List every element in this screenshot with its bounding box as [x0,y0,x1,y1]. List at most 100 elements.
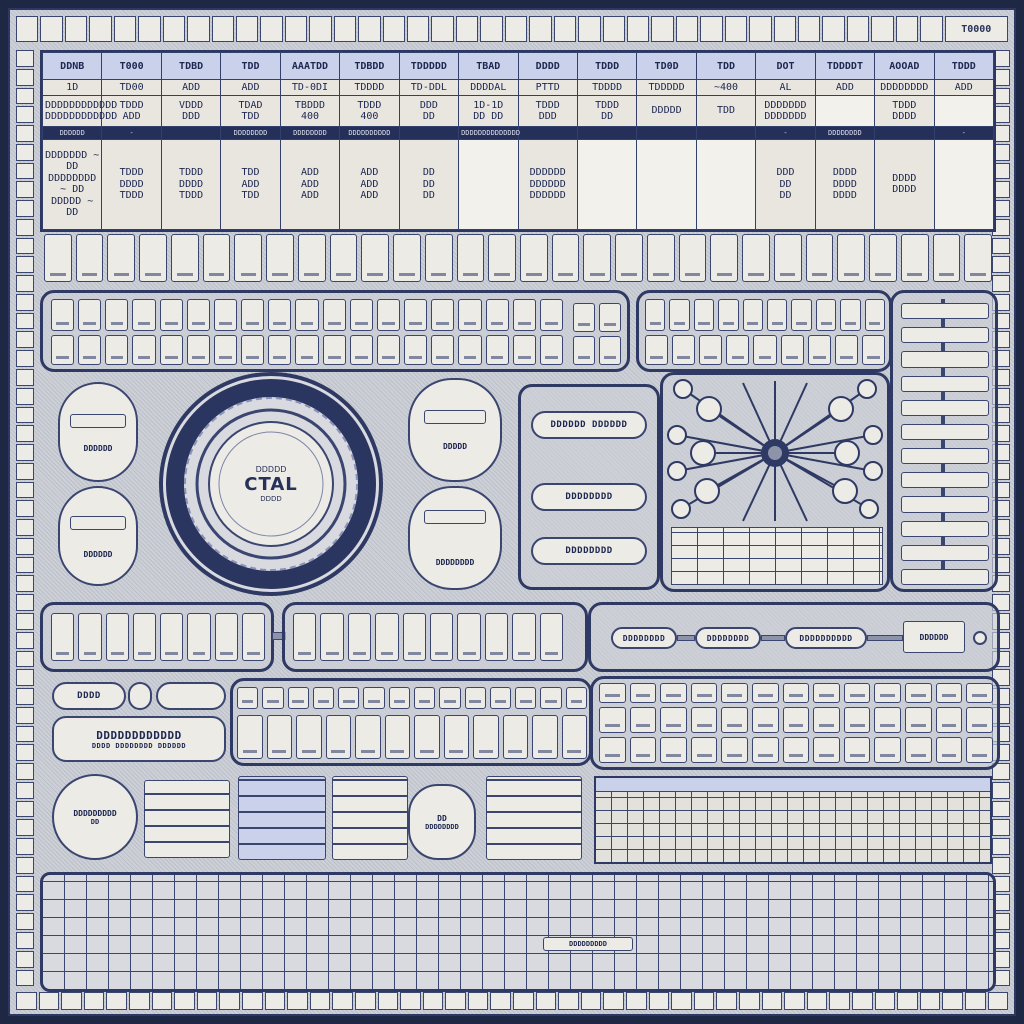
right-key-top[interactable] [630,683,657,703]
capsule-key[interactable] [566,687,587,709]
panel-key-lower[interactable] [726,335,749,365]
key-button[interactable] [933,234,961,282]
table-header-cell[interactable]: TD0D [637,53,696,80]
right-key-bottom[interactable] [905,737,932,763]
chain-pill-2[interactable]: DDDDDDDD [695,627,761,649]
table-header-cell[interactable]: TDD [221,53,280,80]
right-key-top[interactable] [721,683,748,703]
chain-key[interactable] [485,613,508,661]
central-gauge[interactable]: DDDDD CTAL DDDD [148,370,394,598]
panel-key-lower[interactable] [753,335,776,365]
panel-key-lower[interactable] [404,335,427,365]
right-key-mid[interactable] [752,707,779,733]
right-key-bottom[interactable] [630,737,657,763]
table-header-cell[interactable]: TBAD [459,53,518,80]
right-key-mid[interactable] [966,707,993,733]
panel-key-lower[interactable] [672,335,695,365]
left-pod-lower[interactable]: DDDDDD [58,486,138,586]
key-button[interactable] [647,234,675,282]
key-button[interactable] [520,234,548,282]
table-header-cell[interactable]: AOOAD [875,53,934,80]
panel-key-lower[interactable] [645,335,668,365]
right-key-mid[interactable] [721,707,748,733]
table-header-cell[interactable]: TDD [696,53,755,80]
panel-key-lower[interactable] [323,335,346,365]
right-key-mid[interactable] [936,707,963,733]
key-button[interactable] [298,234,326,282]
right-key-mid[interactable] [905,707,932,733]
key-button[interactable] [44,234,72,282]
panel-key-upper[interactable] [323,299,346,331]
panel-key-upper[interactable] [486,299,509,331]
panel-key-lower[interactable] [241,335,264,365]
list-block-2[interactable] [238,776,326,860]
panel-key-lower[interactable] [835,335,858,365]
chain-key[interactable] [160,613,183,661]
key-button[interactable] [488,234,516,282]
table-header-cell[interactable]: AAATDD [280,53,339,80]
chain-key[interactable] [51,613,74,661]
chain-key[interactable] [512,613,535,661]
left-pod-upper[interactable]: DDDDDD [58,382,138,482]
panel-key-upper[interactable] [718,299,738,331]
panel-key-upper[interactable] [513,299,536,331]
table-header-cell[interactable]: DOT [756,53,815,80]
right-key-bottom[interactable] [813,737,840,763]
right-key-bottom[interactable] [844,737,871,763]
key-button[interactable] [361,234,389,282]
rail-slot[interactable] [901,424,989,440]
panel-key-upper[interactable] [241,299,264,331]
panel-key-lower[interactable] [78,335,101,365]
table-header-cell[interactable]: TDDDDT [815,53,874,80]
right-key-mid[interactable] [691,707,718,733]
right-key-top[interactable] [691,683,718,703]
right-key-bottom[interactable] [936,737,963,763]
chain-key[interactable] [242,613,265,661]
chain-key[interactable] [133,613,156,661]
panel-key-upper[interactable] [105,299,128,331]
rail-slot[interactable] [901,376,989,392]
chain-pill-1[interactable]: DDDDDDDD [611,627,677,649]
panel-key-upper[interactable] [187,299,210,331]
key-button[interactable] [171,234,199,282]
panel-key-lower[interactable] [699,335,722,365]
right-key-top[interactable] [813,683,840,703]
panel-side-key[interactable] [599,303,621,332]
flow-button-3[interactable]: DDDDDDDD [531,537,647,565]
rail-slot[interactable] [901,351,989,367]
key-button[interactable] [837,234,865,282]
capsule-key[interactable] [237,715,263,759]
key-button[interactable] [710,234,738,282]
right-key-mid[interactable] [874,707,901,733]
chain-key[interactable] [375,613,398,661]
chain-key[interactable] [187,613,210,661]
rail-slot[interactable] [901,400,989,416]
panel-key-lower[interactable] [486,335,509,365]
capsule-key[interactable] [363,687,384,709]
panel-key-upper[interactable] [694,299,714,331]
center-badge[interactable]: DD DDDDDDDD [408,784,476,860]
left-wide-pill[interactable]: DDDDDDDDDDDD DDDD DDDDDDDD DDDDDD [52,716,226,762]
capsule-key[interactable] [338,687,359,709]
panel-key-lower[interactable] [268,335,291,365]
panel-key-upper[interactable] [377,299,400,331]
panel-key-lower[interactable] [540,335,563,365]
capsule-key[interactable] [262,687,283,709]
panel-key-lower[interactable] [214,335,237,365]
panel-key-upper[interactable] [132,299,155,331]
left-round-badge[interactable]: DDDDDDDDD DD [52,774,138,860]
capsule-key[interactable] [414,687,435,709]
capsule-key[interactable] [444,715,470,759]
key-button[interactable] [107,234,135,282]
capsule-key[interactable] [465,687,486,709]
rail-slot[interactable] [901,448,989,464]
flow-button-2[interactable]: DDDDDDDD [531,483,647,511]
panel-key-upper[interactable] [767,299,787,331]
panel-key-upper[interactable] [816,299,836,331]
panel-key-lower[interactable] [295,335,318,365]
rail-slot[interactable] [901,303,989,319]
panel-key-upper[interactable] [458,299,481,331]
panel-key-upper[interactable] [431,299,454,331]
key-button[interactable] [742,234,770,282]
right-pod-lower[interactable]: DDDDDDDD [408,486,502,590]
